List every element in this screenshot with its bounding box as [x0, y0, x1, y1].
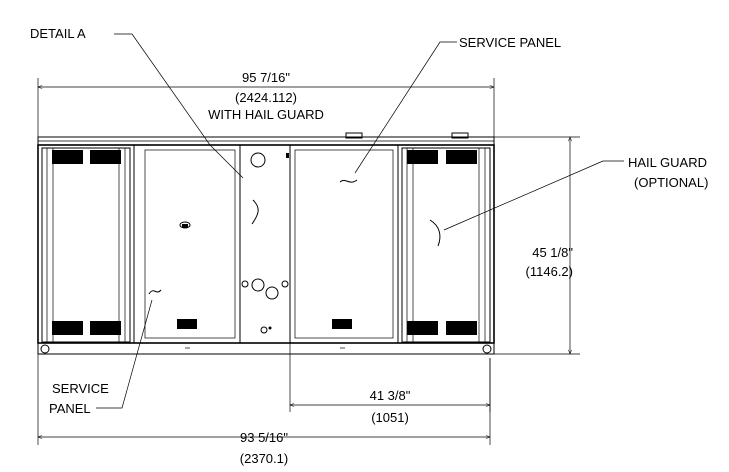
louver-vent: [446, 321, 477, 335]
dim-base-imperial: 93 5/16": [240, 430, 288, 445]
dimension-overall-hail-guard: 95 7/16" (2424.112) WITH HAIL GUARD: [37, 70, 495, 137]
dim-overall-metric: (2424.112): [235, 90, 297, 105]
callout-service-panel-left-line2: PANEL: [49, 401, 91, 416]
callout-hail-guard-line2: (OPTIONAL): [634, 175, 708, 190]
louver-vent: [90, 150, 121, 164]
dim-height-metric: (1146.2): [526, 264, 573, 279]
louver-vent: [52, 150, 83, 164]
callout-service-panel-left-line1: SERVICE: [52, 381, 109, 396]
callout-detail-a-label: DETAIL A: [30, 26, 86, 41]
callout-service-panel-top-label: SERVICE PANEL: [459, 35, 561, 50]
left-hail-guard: [41, 147, 131, 343]
unit-body: [37, 132, 495, 355]
louver-vent: [407, 150, 438, 164]
louver-vent: [446, 150, 477, 164]
dim-overall-note: WITH HAIL GUARD: [208, 107, 324, 122]
callout-service-panel-left: SERVICE PANEL: [49, 289, 162, 416]
callout-hail-guard: HAIL GUARD (OPTIONAL): [429, 155, 708, 247]
louver-vent: [52, 321, 83, 335]
center-access-panel: [241, 152, 289, 334]
louver-vent: [407, 321, 438, 335]
louver-vent: [90, 321, 121, 335]
callout-hail-guard-line1: HAIL GUARD: [628, 155, 707, 170]
right-hail-guard: [401, 147, 491, 343]
dim-right-imperial: 41 3/8": [370, 388, 411, 403]
dimension-right-section: 41 3/8" (1051): [289, 343, 491, 425]
louver-vent: [177, 319, 197, 329]
fittings: [177, 221, 352, 329]
dim-base-metric: (2370.1): [240, 451, 288, 466]
dimension-height: 45 1/8" (1146.2): [494, 136, 580, 355]
dim-overall-imperial: 95 7/16": [242, 70, 290, 85]
dimension-overall-base: 93 5/16" (2370.1): [37, 354, 491, 466]
callout-service-panel-top: SERVICE PANEL: [339, 35, 561, 183]
louver-vent: [332, 319, 352, 329]
dim-right-metric: (1051): [371, 410, 409, 425]
callout-detail-a: DETAIL A: [30, 26, 259, 225]
dim-height-imperial: 45 1/8": [532, 245, 573, 260]
